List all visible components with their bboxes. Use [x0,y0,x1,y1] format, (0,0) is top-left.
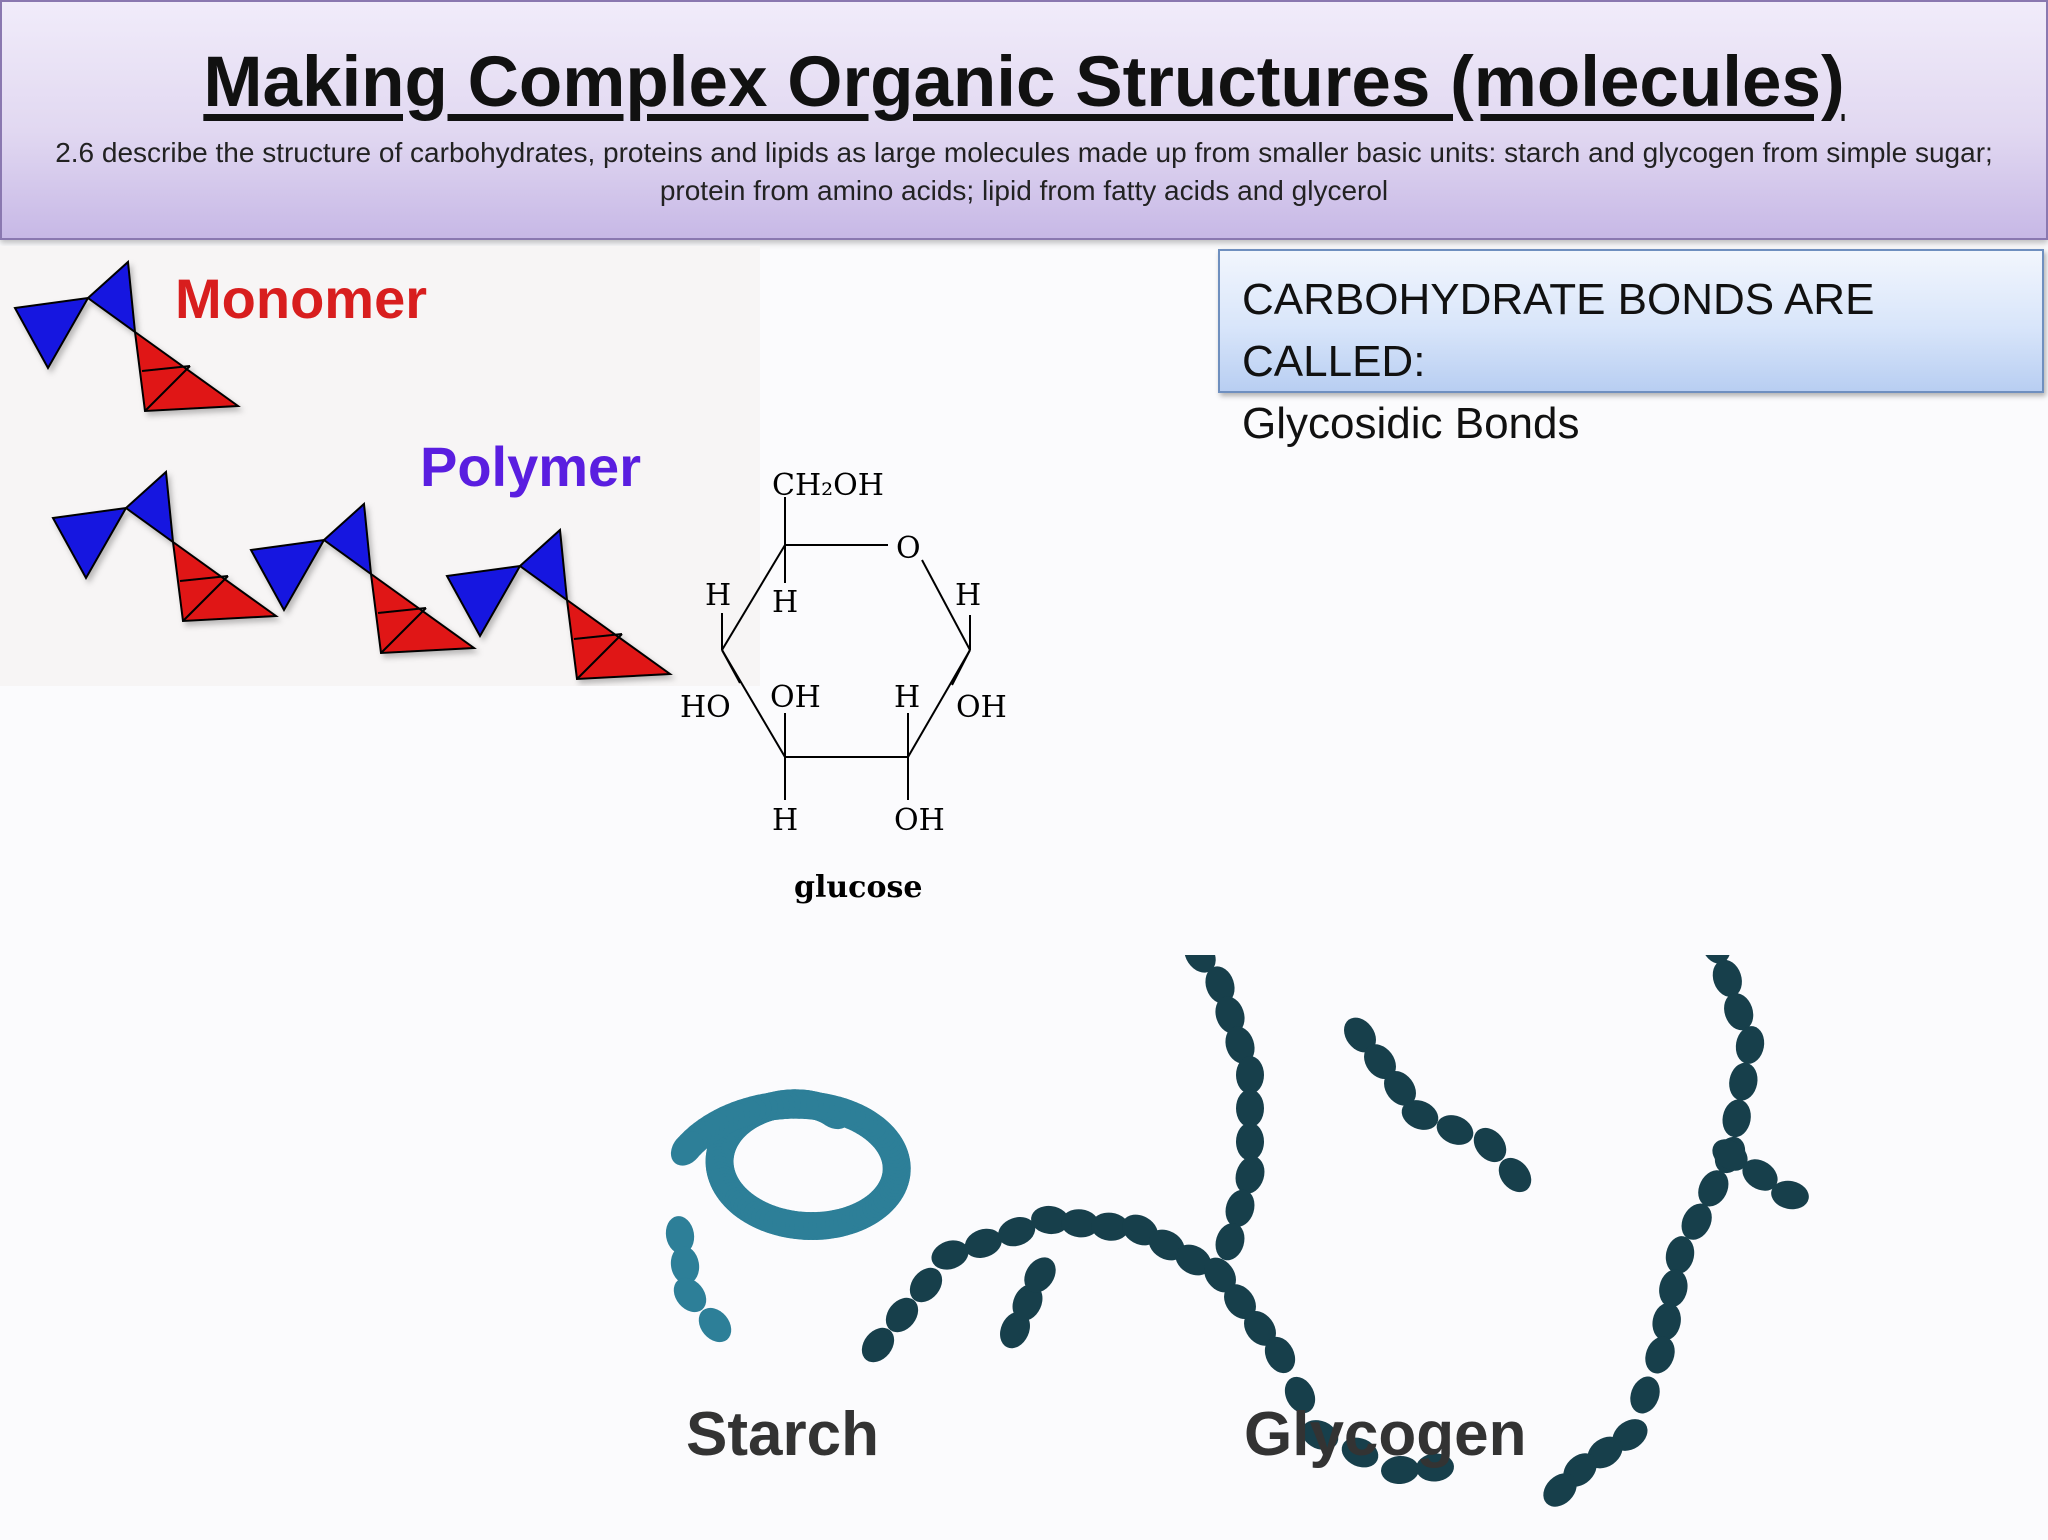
atom-h-c3-bottom: H [772,803,798,838]
atom-ring-oxygen: O [896,531,921,566]
glycogen-bead [1681,1203,1712,1240]
glycogen-bead [1215,996,1245,1034]
starch-bead [673,1277,707,1313]
glycogen-bead [1473,1127,1507,1163]
glycogen-bead [1543,1473,1577,1507]
glycogen-bead [1031,1205,1069,1235]
glycogen-bead [1587,1436,1623,1469]
glucose-ring-diagram: CH₂OH O H H H HO OH H OH H OH glucose [680,468,1007,905]
glycogen-bead [1742,1159,1778,1191]
atom-oh-c1: OH [956,690,1007,725]
glycogen-bead [1401,1100,1439,1130]
glycogen-bead [1225,1189,1255,1227]
glycogen-bead [861,1327,895,1363]
glycogen-bead [1301,1420,1339,1450]
starch-bead [698,1307,732,1343]
glycogen-bead [1205,966,1235,1004]
bond-heading: CARBOHYDRATE BONDS ARE CALLED: [1242,275,1875,386]
glycogen-bead [1175,1244,1212,1276]
starch-bead [670,1246,700,1284]
polymer-label: Polymer [420,435,641,498]
glucose-structure: CH₂OH O H H H HO OH H OH H OH glucose [660,455,1040,915]
glycogen-bead [1236,1056,1264,1094]
bond-answer: Glycosidic Bonds [1242,399,1580,448]
glycogen-bead [1122,1214,1158,1246]
glycogen-bead [1735,1026,1765,1064]
glycogen-bead [885,1297,919,1333]
atom-ch2oh: CH₂OH [772,468,884,503]
glycogen-bead [1724,993,1754,1031]
glycogen-bead [1236,1089,1264,1128]
monomer-label: Monomer [175,267,427,330]
glycogen-bead [1652,1302,1681,1341]
monomer-polymer-illustration: Monomer Polymer [13,259,673,681]
glycogen-bead [909,1267,943,1303]
glycogen-bead [1665,1236,1695,1274]
glycogen-bead [1061,1209,1099,1238]
starch-glycogen-chains: Starch Glycogen [665,877,1809,1507]
slide-title: Making Complex Organic Structures (molec… [203,43,1845,122]
glycogen-bead [1224,1284,1256,1320]
glycogen-bead [1264,1336,1296,1374]
glycogen-bead [1630,1376,1660,1414]
glycogen-bead [1659,1269,1688,1308]
monomer-shape [13,259,241,413]
glycogen-bead [1235,1156,1265,1194]
glycogen-bead [1712,959,1742,997]
glycogen-bead [1498,1157,1532,1193]
glycogen-bead [1284,1376,1316,1414]
glycogen-bead [1091,1212,1129,1241]
glycogen-bead [1012,1284,1043,1321]
glycogen-bead [964,1228,1002,1258]
atom-oh-c3: OH [770,680,821,715]
glycogen-bead [1225,1026,1255,1064]
atom-h-c2: H [894,680,920,715]
glycogen-bead [1204,1257,1236,1293]
bond-callout: CARBOHYDRATE BONDS ARE CALLED: Glycosidi… [1218,249,2044,448]
atom-oh-c2-bottom: OH [894,803,945,838]
starch-bead [665,1216,695,1254]
atom-h-c1-top: H [955,578,981,613]
glycogen-bead [1416,1453,1454,1482]
glycogen-bead [1364,1044,1396,1080]
atom-ho-c4: HO [680,690,731,725]
glycogen-bead [1000,1311,1030,1349]
glycogen-bead [1148,1229,1185,1261]
atom-h-c4-top: H [705,578,731,613]
glycogen-bead [1645,1336,1675,1374]
glycogen-bead [1244,1310,1276,1346]
glycogen-bead [1698,1170,1729,1207]
glucose-label: glucose [794,870,922,905]
glycogen-bead [1344,1017,1376,1053]
glycogen-bead [1384,1070,1416,1106]
glycogen-bead [1024,1257,1056,1293]
slide-subtitle: 2.6 describe the structure of carbohydra… [55,137,1993,206]
glycogen-bead [1341,1437,1379,1468]
atom-h-c5: H [772,585,798,620]
glycogen-bead [1712,1139,1748,1171]
monomer-polymer-diagram: Monomer Polymer [0,246,760,686]
glycogen-bead [1215,1223,1245,1261]
polysaccharide-diagram: Starch Glycogen [620,877,2048,1535]
glycogen-bead [998,1217,1036,1247]
glycogen-bead [1729,1062,1758,1101]
polymer-shape [51,469,673,681]
glycogen-bead [1236,1122,1264,1161]
title-banner: Making Complex Organic Structures (molec… [0,0,2048,240]
glycogen-bead [1436,1115,1474,1145]
glycogen-bead [1722,1099,1751,1138]
glycogen-bead [1771,1180,1809,1210]
glycogen-bead [1381,1455,1419,1485]
starch-label: Starch [686,1400,879,1469]
glycogen-label: Glycogen [1244,1400,1527,1469]
glycogen-bead [931,1240,969,1270]
starch-bead [670,1131,704,1166]
